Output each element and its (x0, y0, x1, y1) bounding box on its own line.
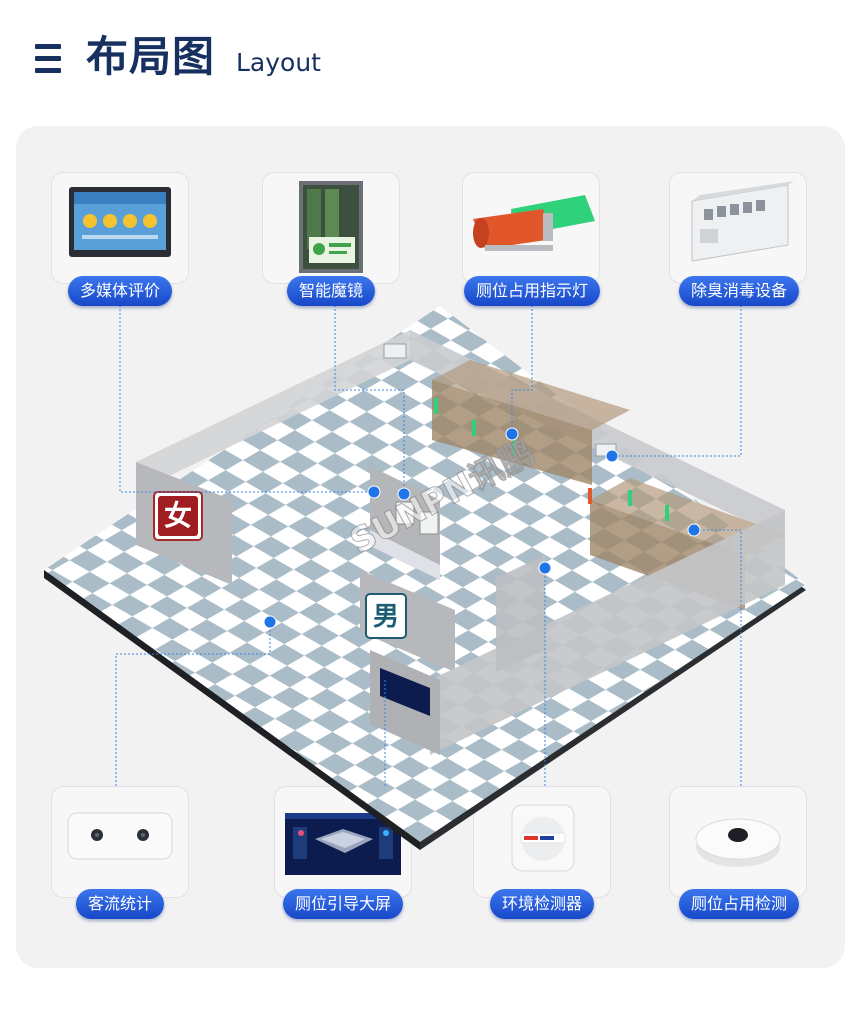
card-stall-guidance-screen (274, 786, 412, 898)
card-deodorizing-device (669, 172, 807, 284)
occupancy-detector-icon (695, 818, 781, 867)
deodorizing-device-icon (691, 181, 794, 262)
marker-environment-detector (538, 561, 552, 575)
environment-detector-icon (511, 804, 575, 872)
label-environment-detector: 环境检测器 (489, 889, 595, 919)
header-menu-icon (35, 44, 61, 74)
marker-occupancy-detector (687, 523, 701, 537)
label-deodorizing-device: 除臭消毒设备 (678, 276, 800, 306)
female-sign-label: 女 (163, 499, 192, 532)
label-stall-indicator-light: 厕位占用指示灯 (463, 276, 601, 306)
label-stall-guidance-screen: 厕位引导大屏 (282, 889, 404, 919)
back-wall-left (136, 330, 410, 492)
page-title: 布局图 (86, 32, 216, 81)
label-multimedia-evaluation: 多媒体评价 (67, 276, 173, 306)
card-environment-detector (473, 786, 611, 898)
marker-indicator-light (505, 427, 519, 441)
smart-mirror-icon (299, 181, 363, 273)
card-stall-occupancy-detector (669, 786, 807, 898)
label-people-counter: 客流统计 (75, 889, 165, 919)
guidance-screen-icon (285, 813, 401, 875)
marker-deodorizer (605, 449, 619, 463)
label-stall-occupancy-detector: 厕位占用检测 (678, 889, 800, 919)
page-subtitle: Layout (236, 48, 321, 77)
card-people-counter (51, 786, 189, 898)
front-wall (430, 510, 785, 755)
marker-people-counter (263, 615, 277, 629)
male-sign-label: 男 (372, 602, 399, 632)
indicator-light-icon (473, 195, 595, 251)
evaluation-tablet-icon (69, 187, 171, 257)
people-counter-camera-icon (67, 812, 173, 860)
card-smart-mirror (262, 172, 400, 284)
marker-multimedia-evaluation (367, 485, 381, 499)
label-smart-mirror: 智能魔镜 (286, 276, 376, 306)
marker-smart-mirror (397, 487, 411, 501)
